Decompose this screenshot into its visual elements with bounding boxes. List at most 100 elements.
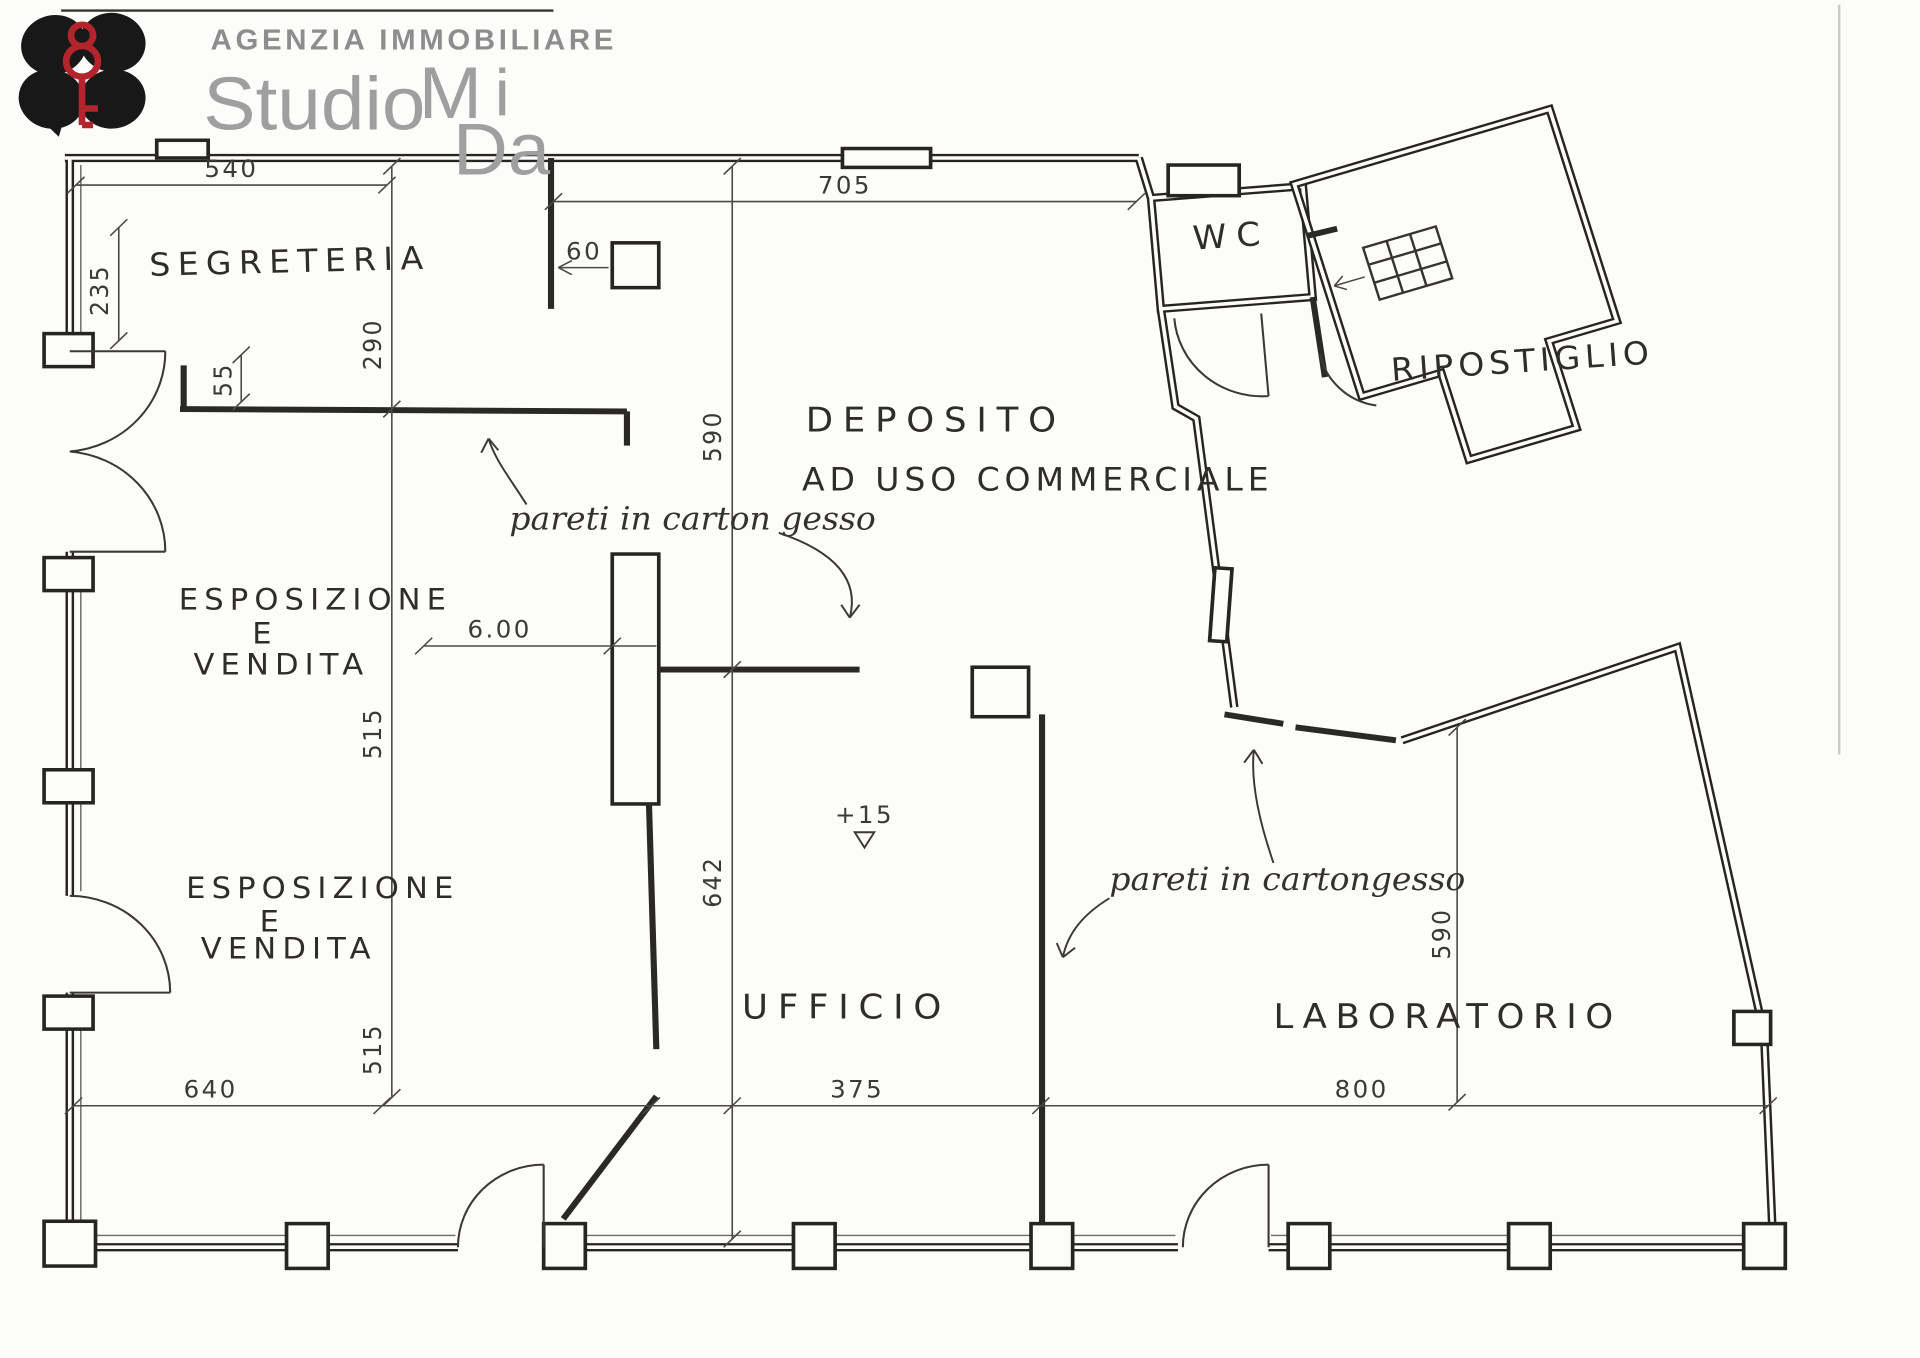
door-left-upper-leaf-a [69, 350, 167, 453]
dim-590-right: 590 [1427, 908, 1456, 960]
open-door-leaf [560, 1094, 659, 1221]
dim-235: 235 [85, 264, 114, 316]
note-arrow-3 [1243, 749, 1275, 864]
note-arrow-4 [1055, 897, 1110, 958]
room-label-esposizione-bottom-3: VENDITA [201, 932, 377, 966]
room-label-segreteria: SEGRETERIA [149, 239, 431, 283]
pillar [1286, 1221, 1332, 1271]
pillar [541, 1221, 588, 1271]
partition-vertical-thin [645, 803, 660, 1050]
room-labels: SEGRETERIA DEPOSITO AD USO COMMERCIALE W… [149, 214, 1655, 1037]
room-label-esposizione-bottom-1: ESPOSIZIONE [186, 872, 459, 906]
dim-line-290-515 [382, 157, 401, 1107]
outer-walls [65, 158, 1773, 1252]
top-wall-mark [154, 138, 210, 160]
wall-niche [1207, 565, 1234, 644]
interior-walls [179, 157, 1397, 1245]
dim-60: 60 [566, 238, 602, 265]
pillar [1029, 1221, 1075, 1271]
room-label-laboratorio: LABORATORIO [1273, 998, 1621, 1037]
note-cartongesso-deposito: pareti in carton gesso [509, 500, 875, 537]
clover-leaf [79, 69, 146, 129]
stair-hatch-lines [1368, 233, 1448, 294]
room-label-esposizione-bottom-2: E [260, 905, 285, 939]
pillar-square [610, 241, 661, 290]
clover-stem [36, 103, 69, 137]
logo-studio: Studio [203, 62, 425, 146]
room-label-deposito-1: DEPOSITO [806, 401, 1066, 440]
dim-line-705 [544, 192, 1146, 211]
dim-line-55 [232, 346, 251, 411]
pillar [42, 994, 95, 1031]
note-arrow-1 [480, 437, 528, 506]
ripostiglio-block [1294, 109, 1644, 483]
dim-600: 6.00 [467, 616, 531, 643]
dim-line-bottom [64, 1096, 1778, 1115]
pillar [284, 1221, 331, 1271]
dim-590-center: 590 [699, 410, 728, 462]
wall-jog [1732, 1009, 1773, 1047]
pillar [42, 1219, 98, 1268]
dim-line-540 [66, 176, 397, 194]
dim-540: 540 [204, 155, 258, 182]
dim-705: 705 [818, 172, 872, 199]
pillar [42, 331, 95, 369]
handwritten-annotations: pareti in carton gesso pareti in cartong… [480, 437, 1465, 958]
clover-leaf [18, 69, 85, 129]
level-triangle [852, 831, 877, 850]
dim-375: 375 [830, 1076, 884, 1103]
wc-window [1166, 163, 1242, 198]
dim-line-590-642 [723, 157, 742, 1248]
agency-logo: AGENZIA IMMOBILIARE Studio M i Da [18, 12, 617, 190]
dim-515-upper: 515 [358, 707, 387, 759]
dim-55: 55 [209, 362, 238, 397]
cartongesso-column [610, 552, 661, 806]
dim-line-600 [414, 637, 657, 655]
door-wc [1173, 313, 1270, 398]
pillar [1506, 1221, 1553, 1271]
dim-290: 290 [358, 318, 387, 370]
room-label-esposizione-top-2: E [252, 617, 277, 651]
door-bottom-right [1181, 1163, 1270, 1248]
logo-brand-i: i [495, 57, 510, 131]
wall-pillars [42, 138, 1788, 1271]
dim-800: 800 [1335, 1076, 1389, 1103]
door-bottom-left [456, 1163, 545, 1248]
dim-line-60 [557, 259, 609, 276]
room-label-esposizione-top-1: ESPOSIZIONE [179, 583, 452, 617]
dimension-labels: 540 705 235 55 290 60 590 6.00 515 642 5… [85, 155, 1456, 1103]
clover-icon [18, 12, 146, 137]
doors [69, 313, 1377, 1248]
room-label-ripostiglio: RIPOSTIGLIO [1390, 334, 1655, 389]
pillar [791, 1221, 837, 1271]
key-icon [62, 21, 102, 129]
pillar [42, 768, 95, 805]
dim-line-590-right [1448, 718, 1467, 1111]
stair-arrow [1333, 275, 1365, 291]
door-left-upper-leaf-b [69, 450, 167, 553]
note-cartongesso-laboratorio: pareti in cartongesso [1109, 861, 1465, 898]
pillar [1741, 1221, 1788, 1271]
door-ripostiglio [1318, 353, 1377, 407]
segreteria-wall [179, 365, 630, 446]
room-label-wc: WC [1191, 214, 1271, 257]
top-window [840, 146, 933, 170]
room-label-esposizione-top-3: VENDITA [193, 648, 369, 682]
stair-hatch [1361, 224, 1454, 302]
dim-640: 640 [184, 1076, 238, 1103]
room-label-ufficio: UFFICIO [742, 988, 951, 1027]
logo-agency-line: AGENZIA IMMOBILIARE [211, 25, 617, 56]
duct-box [970, 665, 1031, 719]
scan-artifacts [61, 4, 1841, 755]
room-label-deposito-2: AD USO COMMERCIALE [802, 461, 1273, 498]
note-arrow-2 [778, 531, 861, 619]
level-mark: +15 [835, 801, 894, 828]
door-left-lower [69, 894, 172, 994]
outer-wall-outline [65, 158, 1773, 1252]
pillar [42, 555, 95, 593]
dimension-lines [64, 157, 1778, 1248]
logo-brand-m: M [419, 52, 482, 133]
logo-brand-da: Da [453, 109, 551, 190]
